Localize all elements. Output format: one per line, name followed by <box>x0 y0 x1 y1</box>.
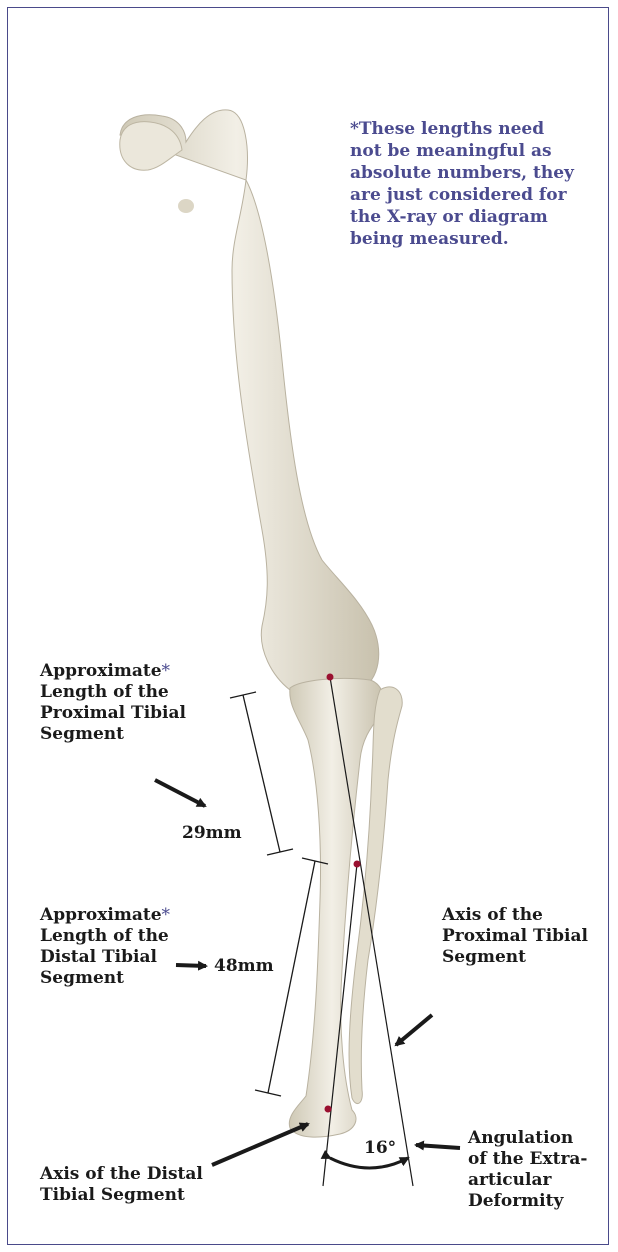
note-line: not be meaningful as <box>350 140 600 162</box>
femur-bone <box>120 110 379 697</box>
proximal-length-label: Approximate* Length of the Proximal Tibi… <box>40 661 186 745</box>
label-line: of the Extra- <box>468 1149 588 1170</box>
note-line: absolute numbers, they <box>350 162 600 184</box>
note-line: are just considered for <box>350 184 600 206</box>
distal-length-label: Approximate* Length of the Distal Tibial… <box>40 905 170 989</box>
label-line: Segment <box>40 724 186 745</box>
label-line: Axis of the <box>442 905 588 926</box>
angle-arc <box>330 1158 408 1168</box>
asterisk: * <box>162 661 171 681</box>
distal-length-value: 48mm <box>214 956 274 977</box>
axis-proximal-arrow <box>396 1015 432 1045</box>
label-line: Distal Tibial <box>40 947 170 968</box>
label-line: Length of the <box>40 682 186 703</box>
mid-marker <box>354 861 361 868</box>
asterisk: * <box>162 905 171 925</box>
approximate-word: Approximate <box>40 905 162 925</box>
label-line: Proximal Tibial <box>40 703 186 724</box>
label-line: Segment <box>442 947 588 968</box>
label-line: Deformity <box>468 1191 588 1212</box>
angle-value: 16° <box>364 1138 396 1159</box>
label-line: Axis of the Distal <box>40 1164 203 1185</box>
note-line: *These lengths need <box>350 118 600 140</box>
approximate-word: Approximate <box>40 661 162 681</box>
distal-length-arrow <box>176 965 206 966</box>
label-line: Length of the <box>40 926 170 947</box>
distal-bottom-marker <box>325 1106 332 1113</box>
label-line: Proximal Tibial <box>442 926 588 947</box>
lengths-note: *These lengths need not be meaningful as… <box>350 118 600 250</box>
label-line: Angulation <box>468 1128 588 1149</box>
label-line: articular <box>468 1170 588 1191</box>
proximal-length-value: 29mm <box>182 823 242 844</box>
note-line: the X-ray or diagram <box>350 206 600 228</box>
angulation-arrow <box>416 1145 460 1148</box>
angulation-label: Angulation of the Extra- articular Defor… <box>468 1128 588 1212</box>
proximal-length-arrow <box>155 780 205 806</box>
axis-distal-label: Axis of the Distal Tibial Segment <box>40 1164 203 1206</box>
axis-proximal-label: Axis of the Proximal Tibial Segment <box>442 905 588 968</box>
axis-distal-arrow <box>212 1124 308 1165</box>
proximal-top-marker <box>327 674 334 681</box>
label-line: Tibial Segment <box>40 1185 203 1206</box>
note-line: being measured. <box>350 228 600 250</box>
label-line: Segment <box>40 968 170 989</box>
